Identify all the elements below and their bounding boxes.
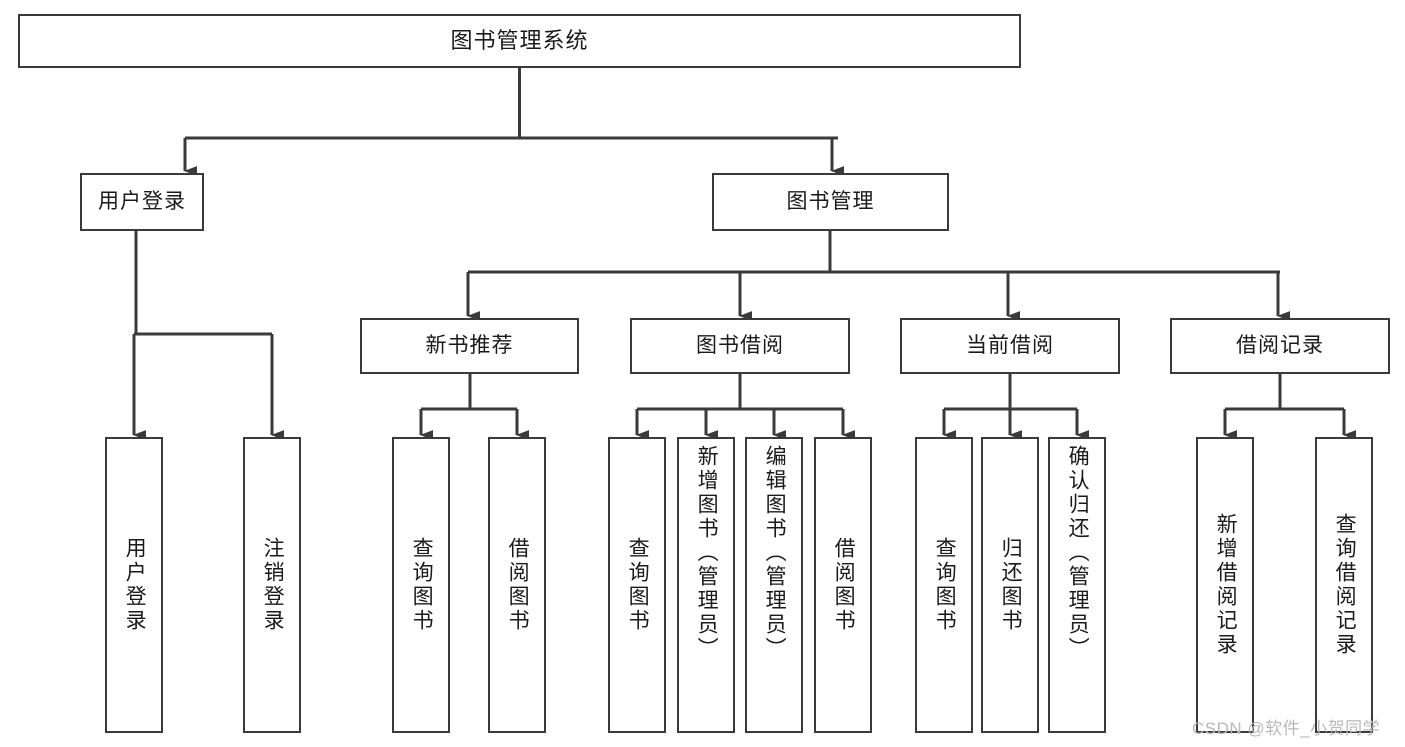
leaf-add-borrow-record[interactable]: 新增借阅记录 <box>1196 437 1254 733</box>
leaf-return-book[interactable]: 归还图书 <box>981 437 1039 733</box>
node-label: 图书借阅 <box>696 334 784 358</box>
node-label: 用户登录 <box>98 190 186 214</box>
node-label: 查询借阅记录 <box>1333 513 1357 657</box>
node-current-borrowing[interactable]: 当前借阅 <box>900 318 1120 374</box>
node-label: 图书管理系统 <box>450 27 589 53</box>
leaf-edit-book-admin[interactable]: 编辑图书（管理员） <box>745 437 803 733</box>
node-label: 新书推荐 <box>425 334 514 358</box>
node-borrowing-record[interactable]: 借阅记录 <box>1170 318 1390 374</box>
node-label: 归还图书 <box>999 537 1023 633</box>
leaf-query-book-2[interactable]: 查询图书 <box>608 437 666 733</box>
leaf-borrow-book-2[interactable]: 借阅图书 <box>814 437 872 733</box>
node-book-management[interactable]: 图书管理 <box>712 173 949 231</box>
node-label: 查询图书 <box>933 537 957 633</box>
leaf-user-logout[interactable]: 注销登录 <box>243 437 301 733</box>
leaf-query-borrow-record[interactable]: 查询借阅记录 <box>1315 437 1373 733</box>
leaf-query-book-3[interactable]: 查询图书 <box>915 437 973 733</box>
node-label: 确认归还（管理员） <box>1066 445 1090 661</box>
leaf-add-book-admin[interactable]: 新增图书（管理员） <box>677 437 735 733</box>
node-label: 图书管理 <box>786 190 875 214</box>
node-user-login[interactable]: 用户登录 <box>80 173 204 231</box>
node-label: 用户登录 <box>123 537 147 633</box>
node-label: 新增借阅记录 <box>1214 513 1238 657</box>
node-label: 查询图书 <box>410 537 434 633</box>
node-label: 查询图书 <box>626 537 650 633</box>
node-label: 新增图书（管理员） <box>695 445 719 661</box>
node-label: 注销登录 <box>261 537 285 633</box>
leaf-confirm-return-admin[interactable]: 确认归还（管理员） <box>1048 437 1106 733</box>
leaf-borrow-book-1[interactable]: 借阅图书 <box>488 437 546 733</box>
node-label: 借阅图书 <box>506 537 530 633</box>
node-new-book-recommendation[interactable]: 新书推荐 <box>360 318 579 374</box>
leaf-query-book-1[interactable]: 查询图书 <box>392 437 450 733</box>
node-label: 借阅记录 <box>1236 334 1324 358</box>
node-book-borrowing[interactable]: 图书借阅 <box>630 318 850 374</box>
node-label: 借阅图书 <box>832 537 856 633</box>
node-label: 当前借阅 <box>966 334 1054 358</box>
watermark: CSDN @软件_小贺同学 <box>1192 719 1381 738</box>
node-label: 编辑图书（管理员） <box>763 445 787 661</box>
node-book-management-system[interactable]: 图书管理系统 <box>18 14 1021 68</box>
leaf-user-login[interactable]: 用户登录 <box>105 437 163 733</box>
